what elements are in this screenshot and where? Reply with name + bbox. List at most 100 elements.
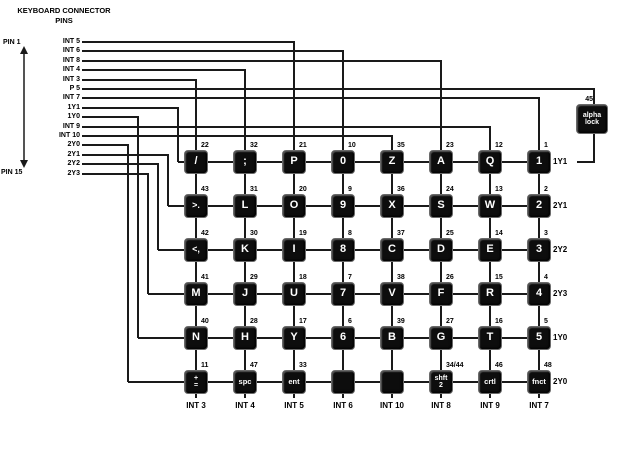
key-number: 42	[201, 230, 209, 237]
wire	[82, 107, 179, 162]
connector-pin-int-4: INT 4	[62, 66, 80, 73]
key-label: shft	[434, 374, 448, 382]
wire	[82, 135, 393, 398]
key-number: 37	[397, 230, 405, 237]
key-number: 20	[299, 186, 307, 193]
key-number: 12	[495, 142, 503, 149]
column-label-int-8: INT 8	[431, 401, 451, 410]
key-label: 1	[535, 155, 543, 168]
connector-pin-int-5: INT 5	[62, 38, 80, 45]
connector-pin-int-3: INT 3	[62, 76, 80, 83]
key-label: M	[191, 287, 201, 300]
key-number: 18	[299, 274, 307, 281]
key-number: 34/44	[446, 362, 464, 369]
wire	[577, 134, 595, 163]
key-label: ;	[243, 155, 247, 168]
key-label: U	[290, 287, 298, 300]
connector-pin-2y3: 2Y3	[67, 170, 80, 177]
matrix-key-blank	[380, 370, 404, 394]
key-label: >.	[192, 200, 200, 211]
key-number: 28	[250, 318, 258, 325]
key-label: =	[193, 382, 199, 389]
wire	[82, 154, 169, 206]
key-label: D	[437, 243, 445, 256]
key-number: 27	[446, 318, 454, 325]
key-number: 40	[201, 318, 209, 325]
key-label: H	[241, 331, 249, 344]
key-number: 46	[495, 362, 503, 369]
column-label-int-10: INT 10	[379, 401, 404, 410]
matrix-key: <,42	[184, 230, 209, 262]
key-label: Z	[388, 155, 396, 168]
key-label: 7	[339, 287, 347, 300]
arrow-head-icon	[20, 46, 28, 54]
key-number: 47	[250, 362, 258, 369]
column-label-int-3: INT 3	[186, 401, 206, 410]
connector-pin-int-10: INT 10	[58, 132, 80, 139]
key-label: V	[388, 287, 396, 300]
wire	[82, 144, 129, 382]
matrix-key: /22	[184, 142, 209, 174]
key-number: 48	[544, 362, 552, 369]
key-label: +	[193, 374, 199, 382]
key-label: 3	[535, 243, 543, 256]
connector-pin-1y1: 1Y1	[67, 104, 80, 111]
connector-pin-2y1: 2Y1	[67, 151, 80, 158]
matrix-key: +=11	[184, 362, 208, 394]
pin1-label: PIN 1	[3, 39, 21, 46]
key-number: 15	[495, 274, 503, 281]
column-label-int-6: INT 6	[333, 401, 353, 410]
connector-pin-2y2: 2Y2	[67, 160, 80, 167]
key-number: 10	[348, 142, 356, 149]
key-label: N	[192, 331, 200, 344]
key-number: 45	[585, 96, 593, 103]
key-label: B	[388, 331, 396, 344]
key-label: X	[388, 199, 396, 212]
wire	[82, 163, 159, 250]
key-label: 4	[535, 287, 543, 300]
matrix-key: >.43	[184, 186, 209, 218]
key-label: C	[388, 243, 396, 256]
wire	[82, 173, 149, 294]
connector-pin-1y0: 1Y0	[67, 113, 80, 120]
key-number: 30	[250, 230, 258, 237]
key-number: 23	[446, 142, 454, 149]
title-line2: PINS	[55, 15, 73, 25]
column-label-int-5: INT 5	[284, 401, 304, 410]
connector-pin-int-6: INT 6	[62, 47, 80, 54]
key-number: 16	[495, 318, 503, 325]
key-label: K	[241, 243, 249, 256]
pin15-label: PIN 15	[1, 169, 23, 176]
key-label: fnct	[532, 377, 546, 387]
key-label: 2	[439, 382, 443, 389]
key-number: 43	[201, 186, 209, 193]
key-number: 31	[250, 186, 258, 193]
key-number: 32	[250, 142, 258, 149]
key-number: 13	[495, 186, 503, 193]
key-number: 24	[446, 186, 454, 193]
key-label: lock	[584, 119, 599, 126]
connector-pin-int-9: INT 9	[62, 123, 80, 130]
key-label: 6	[339, 331, 347, 344]
wire	[82, 69, 246, 398]
key-label: I	[292, 243, 296, 256]
arrow-head-icon	[20, 160, 28, 168]
